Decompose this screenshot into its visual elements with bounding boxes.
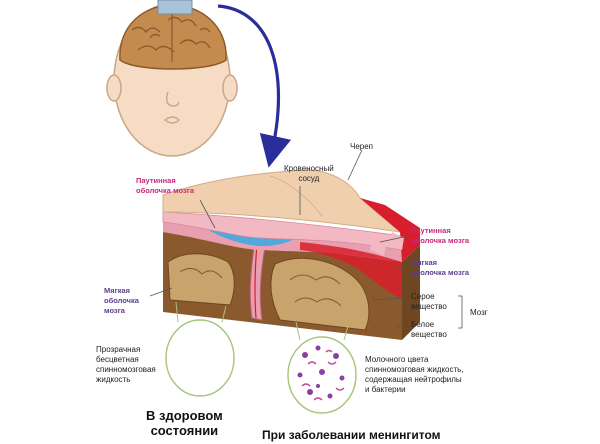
caption-healthy: В здоровом состоянии: [146, 408, 223, 438]
leader-grey: [371, 297, 406, 301]
healthy-csf-inset: [165, 301, 235, 397]
label-milky-csf: Молочного цвета спинномозговая жидкость,…: [365, 355, 464, 394]
label-white-matter: Белое вещество: [411, 320, 447, 339]
leader-white: [394, 325, 406, 329]
leader-lines: [149, 149, 463, 329]
curved-arrow: [217, 4, 292, 168]
brain-exposed: [119, 4, 227, 70]
skull-suture: [269, 175, 323, 217]
right-ear: [222, 74, 238, 102]
label-blood-vessel: Кровеносный сосуд: [284, 164, 334, 183]
tissue-side-face: [402, 245, 420, 340]
leader-arachnoid-right: [379, 235, 409, 243]
grey-matter-left: [167, 253, 235, 306]
cross-section-block: [162, 169, 420, 340]
neutrophils-bacteria: [297, 345, 345, 399]
label-arachnoid-right: Паутинная оболочка мозга: [411, 226, 469, 245]
caption-meningitis: При заболевании менингитом: [262, 428, 441, 442]
label-arachnoid-top: Паутинная оболочка мозга: [136, 176, 194, 195]
grey-matter-folds-right: [289, 274, 342, 307]
label-clear-csf: Прозрачная бесцветная спинномозговая жид…: [96, 345, 156, 384]
left-ear: [106, 74, 122, 102]
inflamed-meninges-front: [300, 242, 402, 300]
label-grey-matter: Серое вещество: [411, 292, 447, 311]
sulcus-membrane: [249, 239, 267, 321]
layer-steps: [370, 232, 404, 256]
leader-pia-right: [394, 265, 406, 271]
bacteria-rods: [301, 349, 345, 401]
leader-skull: [347, 149, 363, 181]
healthy-csf-circle: [165, 319, 235, 397]
nose: [165, 91, 180, 107]
section-marker: [157, 0, 193, 15]
label-skull: Череп: [350, 142, 374, 151]
sulcus-vessel: [254, 243, 258, 319]
brain-bracket: [458, 295, 463, 329]
brain-folds: [131, 16, 211, 53]
leader-arachnoid-top: [199, 199, 216, 229]
grey-matter-folds-left: [179, 268, 223, 279]
head-illustration: [106, 0, 238, 157]
csf-space: [205, 228, 310, 246]
label-pia-right: Мягкая оболочка мозга: [411, 258, 469, 277]
healthy-inset-lines: [175, 301, 227, 323]
mouth: [163, 116, 180, 124]
skull-layer: [162, 169, 402, 233]
label-brain: Мозг: [470, 308, 488, 317]
leader-pia-left: [149, 287, 173, 297]
dura-layer: [162, 211, 403, 251]
meningitis-csf-inset: [287, 321, 357, 414]
inflamed-meninges-side: [360, 198, 420, 262]
label-pia-left: Мягкая оболочка мозга: [104, 286, 139, 315]
meningitis-inset-lines: [295, 321, 349, 341]
